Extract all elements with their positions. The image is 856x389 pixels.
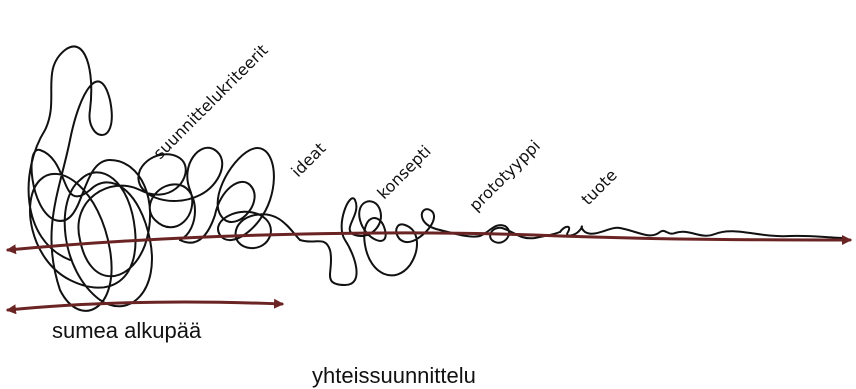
concept-scribble xyxy=(300,198,440,285)
stage-label-design-criteria: suunnittelukriteerit xyxy=(149,41,271,163)
stage-label-product: tuote xyxy=(577,165,620,208)
fuzzy-front-end-scribble xyxy=(29,46,223,310)
fuzzy-front-end-label: sumea alkupää xyxy=(52,318,202,343)
stage-label-ideas: ideat xyxy=(287,139,329,181)
process-double-arrow xyxy=(8,233,850,250)
stage-label-prototype: prototyyppi xyxy=(465,136,544,215)
fuzzy-front-end-double-arrow xyxy=(8,302,282,310)
co-design-label: yhteissuunnittelu xyxy=(312,363,476,388)
stage-label-concept: konsepti xyxy=(373,142,434,203)
